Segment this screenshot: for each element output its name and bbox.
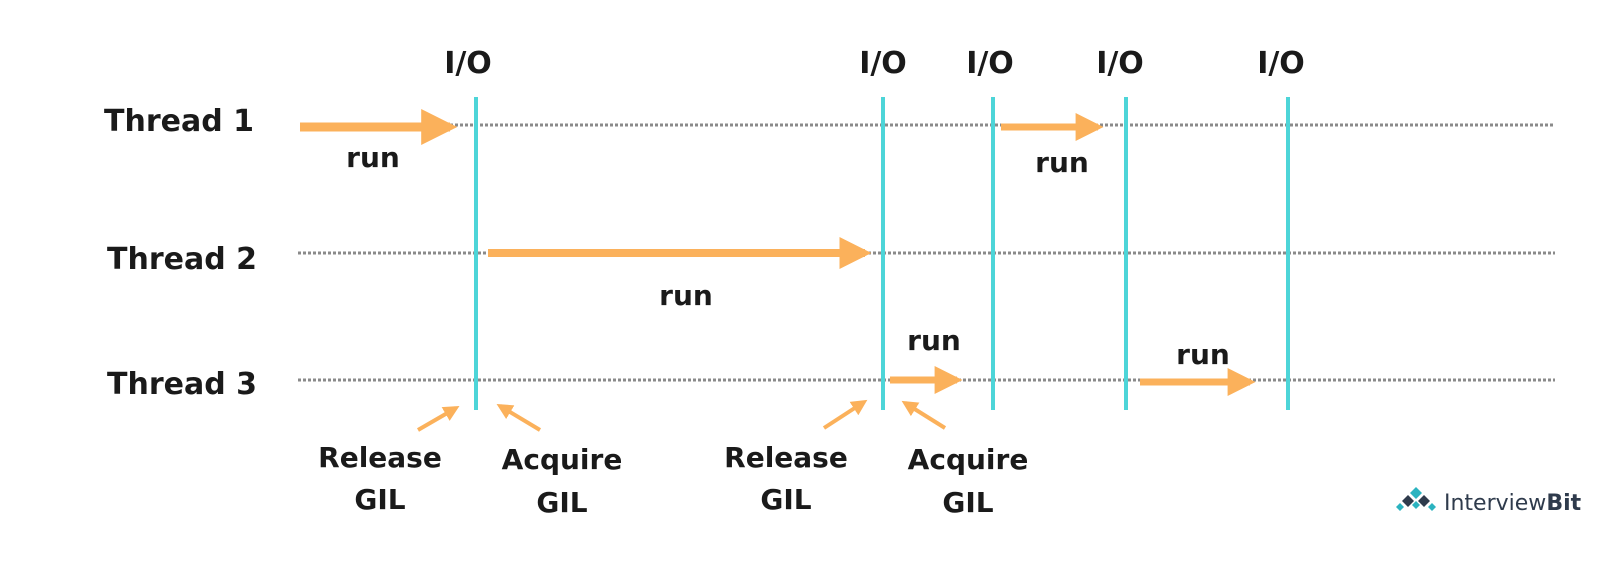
io-label-4: I/O bbox=[1096, 46, 1144, 81]
io-label-3: I/O bbox=[966, 46, 1014, 81]
thread-2-run-label: run bbox=[659, 279, 713, 312]
release-gil-1-line1: Release bbox=[318, 441, 442, 474]
thread-1-run-label-2: run bbox=[1035, 146, 1089, 179]
interviewbit-logo: InterviewBit bbox=[1396, 487, 1582, 516]
io-labels: I/O I/O I/O I/O I/O bbox=[444, 46, 1305, 81]
release-gil-1-line2: GIL bbox=[354, 483, 405, 516]
thread-3-run-label-1: run bbox=[907, 324, 961, 357]
run-arrows bbox=[300, 109, 1256, 396]
release-gil-2-line2: GIL bbox=[760, 483, 811, 516]
release-gil-pointer-2 bbox=[822, 399, 868, 430]
run-labels: run run run run run bbox=[346, 141, 1230, 371]
brand-name-part2: Bit bbox=[1546, 491, 1581, 516]
thread-1-run-label-1: run bbox=[346, 141, 400, 174]
thread-2-label: Thread 2 bbox=[107, 242, 257, 277]
interviewbit-wordmark: InterviewBit bbox=[1444, 491, 1582, 516]
brand-name-part1: Interview bbox=[1444, 491, 1546, 516]
io-lines bbox=[474, 97, 1290, 410]
acquire-gil-1-line1: Acquire bbox=[502, 443, 623, 476]
acquire-gil-pointer-1 bbox=[496, 403, 542, 432]
thread-3-label: Thread 3 bbox=[107, 367, 257, 402]
io-label-5: I/O bbox=[1257, 46, 1305, 81]
thread-labels: Thread 1 Thread 2 Thread 3 bbox=[104, 104, 257, 402]
thread-3-run-label-2: run bbox=[1176, 338, 1230, 371]
gil-pointers bbox=[416, 399, 947, 432]
acquire-gil-2-line1: Acquire bbox=[908, 443, 1029, 476]
release-gil-pointer-1 bbox=[416, 405, 460, 432]
interviewbit-logo-icon bbox=[1396, 487, 1436, 511]
acquire-gil-pointer-2 bbox=[901, 400, 947, 430]
acquire-gil-2-line2: GIL bbox=[942, 486, 993, 519]
gil-annotations: Release GIL Acquire GIL Release GIL Acqu… bbox=[318, 441, 1028, 519]
release-gil-2-line1: Release bbox=[724, 441, 848, 474]
thread-1-label: Thread 1 bbox=[104, 104, 254, 139]
acquire-gil-1-line2: GIL bbox=[536, 486, 587, 519]
io-label-1: I/O bbox=[444, 46, 492, 81]
io-label-2: I/O bbox=[859, 46, 907, 81]
